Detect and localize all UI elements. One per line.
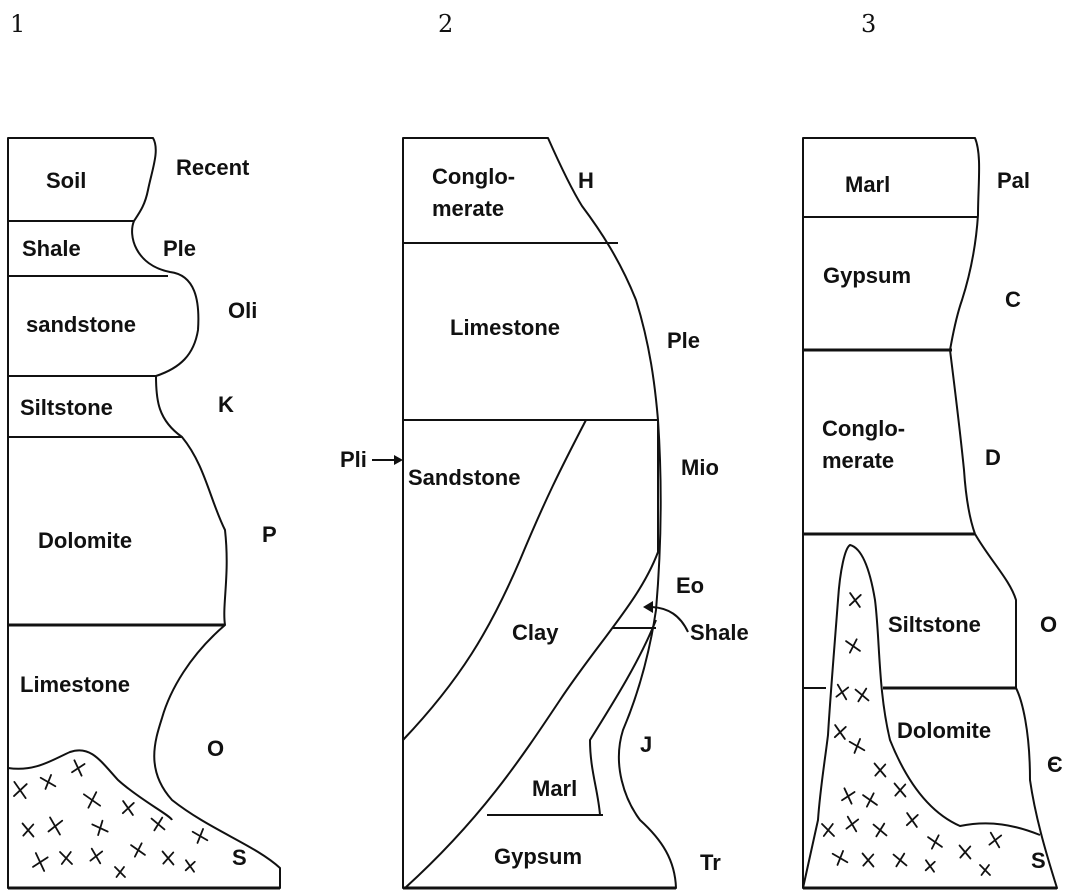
- col3-age-s: S: [1031, 848, 1046, 873]
- col3-rock-siltstone: Siltstone: [888, 612, 981, 637]
- cross-symbol: [151, 817, 164, 830]
- pli-arrow-icon: [372, 455, 403, 465]
- cross-symbol: [60, 852, 72, 864]
- cross-symbol: [855, 688, 868, 701]
- cross-symbol: [924, 860, 936, 872]
- column-3: Marl Pal Gypsum C Conglo- merate D Silts…: [803, 138, 1063, 888]
- cross-symbol: [928, 835, 942, 849]
- cross-symbol: [161, 851, 174, 864]
- col1-basement-pattern: [12, 760, 207, 877]
- col1-rock-siltstone: Siltstone: [20, 395, 113, 420]
- col2-rock-marl: Marl: [532, 776, 577, 801]
- col2-age-j: J: [640, 732, 652, 757]
- cross-symbol: [131, 843, 145, 857]
- col3-age-cambrian: Є: [1047, 752, 1063, 777]
- cross-symbol: [893, 783, 906, 796]
- cross-symbol: [958, 845, 971, 858]
- col1-age-k: K: [218, 392, 234, 417]
- column-1-number: 1: [10, 10, 25, 38]
- col3-rock-gypsum: Gypsum: [823, 263, 911, 288]
- col2-age-ple: Ple: [667, 328, 700, 353]
- column-3-outline: [803, 138, 1057, 888]
- cross-symbol: [835, 685, 850, 700]
- column-2: Conglo- merate H Limestone Ple Sandstone…: [340, 138, 749, 888]
- cross-symbol: [89, 849, 104, 864]
- cross-symbol: [193, 829, 208, 844]
- cross-symbol: [850, 739, 865, 754]
- cross-symbol: [845, 817, 860, 832]
- col3-age-pal: Pal: [997, 168, 1030, 193]
- cross-symbol: [84, 792, 100, 808]
- cross-symbol: [873, 823, 886, 836]
- col2-age-mio: Mio: [681, 455, 719, 480]
- cross-symbol: [840, 788, 855, 803]
- col1-age-s: S: [232, 845, 247, 870]
- col2-rock-sandstone: Sandstone: [408, 465, 520, 490]
- cross-symbol: [92, 820, 107, 835]
- cross-symbol: [988, 833, 1003, 848]
- column-3-number: 3: [861, 10, 876, 38]
- cross-symbol: [46, 817, 63, 834]
- col3-rock-conglomerate-2: merate: [822, 448, 894, 473]
- col1-age-oli: Oli: [228, 298, 257, 323]
- cross-symbol: [873, 763, 886, 776]
- col2-age-eo: Eo: [676, 573, 704, 598]
- col2-pli-label: Pli: [340, 447, 367, 472]
- col1-age-recent: Recent: [176, 155, 250, 180]
- col2-age-h: H: [578, 168, 594, 193]
- cross-symbol: [121, 801, 135, 815]
- col3-rock-conglomerate-1: Conglo-: [822, 416, 905, 441]
- col1-age-p: P: [262, 522, 277, 547]
- cross-symbol: [12, 782, 28, 798]
- col3-rock-dolomite: Dolomite: [897, 718, 991, 743]
- cross-symbol: [893, 853, 906, 866]
- col2-age-tr: Tr: [700, 850, 721, 875]
- col1-rock-limestone: Limestone: [20, 672, 130, 697]
- cross-symbol: [41, 775, 56, 790]
- cross-symbol: [184, 860, 196, 872]
- cross-symbol: [863, 793, 877, 807]
- cross-symbol: [846, 639, 860, 653]
- col2-rock-clay: Clay: [512, 620, 559, 645]
- column-1: Soil Recent Shale Ple sandstone Oli Silt…: [8, 138, 280, 888]
- col3-age-c: C: [1005, 287, 1021, 312]
- cross-symbol: [980, 865, 990, 875]
- cross-symbol: [833, 725, 847, 739]
- col1-rock-shale: Shale: [22, 236, 81, 261]
- col2-rock-conglomerate-1: Conglo-: [432, 164, 515, 189]
- cross-symbol: [31, 853, 49, 871]
- col3-age-o: O: [1040, 612, 1057, 637]
- col2-rock-conglomerate-2: merate: [432, 196, 504, 221]
- col1-rock-dolomite: Dolomite: [38, 528, 132, 553]
- cross-symbol: [822, 824, 834, 836]
- cross-symbol: [905, 813, 919, 827]
- col3-rock-marl: Marl: [845, 172, 890, 197]
- col1-age-ple: Ple: [163, 236, 196, 261]
- cross-symbol: [115, 867, 125, 877]
- col1-rock-sandstone: sandstone: [26, 312, 136, 337]
- col1-age-o: O: [207, 736, 224, 761]
- cross-symbol: [848, 593, 862, 607]
- col2-shale-label: Shale: [690, 620, 749, 645]
- column-2-number: 2: [438, 10, 453, 38]
- cross-symbol: [833, 851, 848, 866]
- col3-age-d: D: [985, 445, 1001, 470]
- col2-rock-gypsum: Gypsum: [494, 844, 582, 869]
- cross-symbol: [70, 760, 85, 775]
- col1-rock-soil: Soil: [46, 168, 86, 193]
- col2-rock-limestone: Limestone: [450, 315, 560, 340]
- cross-symbol: [21, 823, 34, 836]
- cross-symbol: [861, 853, 874, 866]
